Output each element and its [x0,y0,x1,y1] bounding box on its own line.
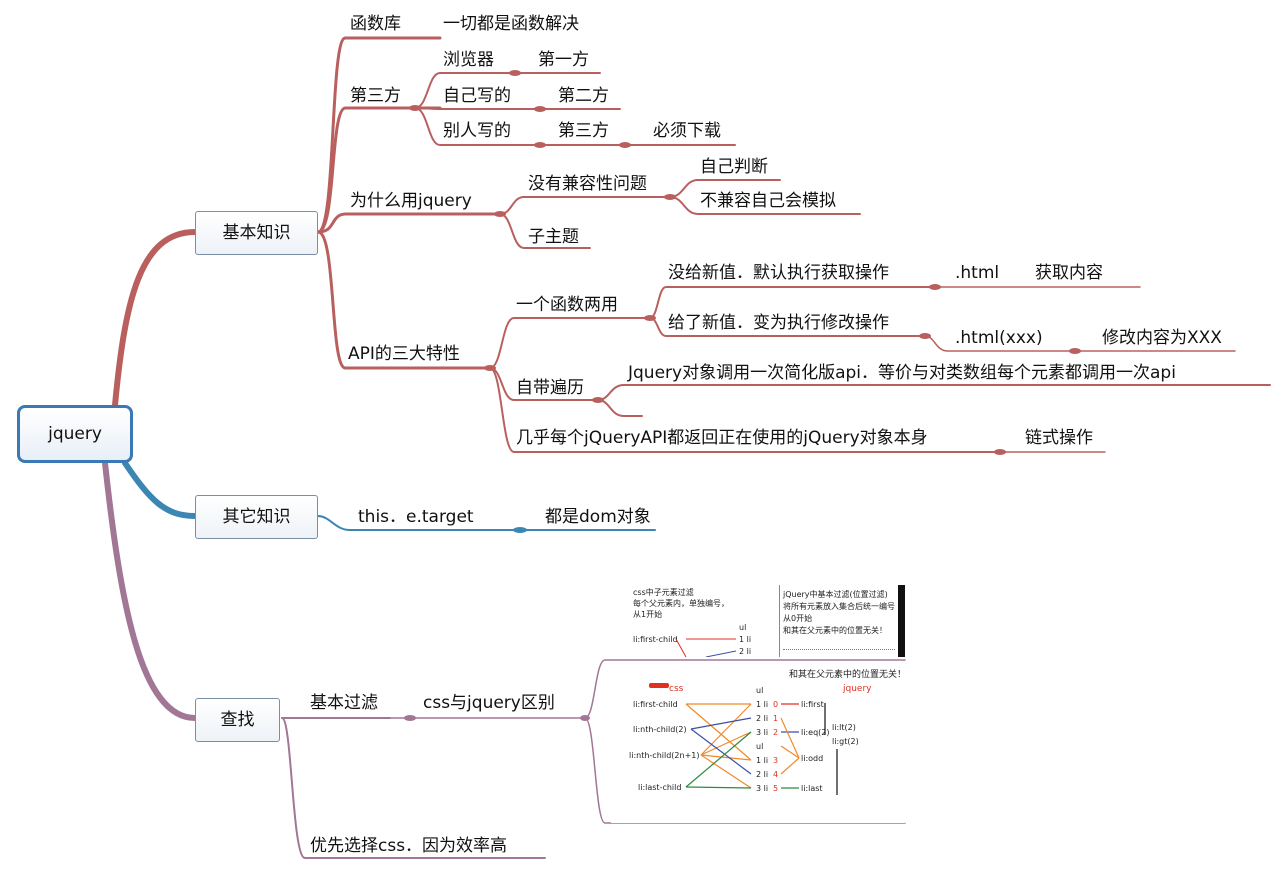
img-note: 和其在父元素中的位置无关！ [789,670,905,680]
link-root-other [122,460,198,519]
topic-returns-self[interactable]: 几乎每个jQueryAPI都返回正在使用的jQuery对象本身 [516,428,928,448]
topic-prefer-css[interactable]: 优先选择css．因为效率高 [310,836,508,856]
topic-set-op[interactable]: 给了新值．变为执行修改操作 [668,313,889,333]
img-right-label-3: li:odd [801,754,824,763]
img-top-li1: 1 li [739,635,752,644]
topic-auto-iterate[interactable]: 自带遍历 [516,378,584,398]
img-top-left-title: css中子元素过滤 [633,588,694,597]
img-li-4: 1 li [756,756,769,765]
img-top-ul: ul [739,623,747,632]
img-css-label: css [669,684,684,694]
img-right-label-2: li:eq(2) [801,728,830,737]
img-left-label-4: li:last-child [638,783,682,792]
img-top-lines [675,638,737,657]
topic-simulate[interactable]: 不兼容自己会模拟 [700,191,836,211]
img-left-label-2: li:nth-child(2) [633,725,687,734]
topic-this-target[interactable]: this．e.target [358,507,474,527]
img-ul-1: ul [756,686,764,695]
topic-third-party[interactable]: 第三方 [350,86,401,106]
img-top-black-bar [898,585,905,657]
img-top-li2: 2 li [739,647,752,656]
img-top-right-line3: 从0开始 [783,614,813,623]
topic-set-content[interactable]: 修改内容为XXX [1102,328,1222,348]
link-root-basic [112,229,198,408]
topic-api-features[interactable]: API的三大特性 [348,344,460,364]
img-li-3: 3 li [756,728,769,737]
img-range-label-2: li:gt(2) [832,737,859,746]
branch-basic-knowledge[interactable]: 基本知识 [195,211,318,255]
image-filter-comparison-top: css中子元素过滤 每个父元素内，单独编号， 从1开始 li:first-chi… [611,585,905,657]
topic-second-party[interactable]: 第二方 [558,86,609,106]
img-left-label-3: li:nth-child(2n+1) [629,751,700,760]
topic-iterate-detail[interactable]: Jquery对象调用一次简化版api．等价与对类数组每个元素都调用一次api [628,363,1176,383]
img-right-label-1: li:first [801,700,824,709]
img-top-left-line3: 从1开始 [633,610,663,619]
img-index-1: 1 [773,714,779,723]
topic-first-party[interactable]: 第一方 [538,50,589,70]
topic-others-written[interactable]: 别人写的 [443,121,511,141]
topic-get-content[interactable]: 获取内容 [1035,263,1103,283]
img-top-right-line4: 和其在父元素中的位置无关！ [783,626,887,635]
topic-subtopic[interactable]: 子主题 [528,227,579,247]
topic-get-op[interactable]: 没给新值．默认执行获取操作 [668,263,889,283]
img-index-0: 0 [773,700,779,709]
img-top-dotted-rule [783,649,895,650]
branch-other-knowledge[interactable]: 其它知识 [195,495,318,539]
img-jquery-label: jquery [843,684,872,694]
image-filter-comparison-main: 和其在父元素中的位置无关！ css jquery li:first-child … [611,663,905,823]
img-li-2: 2 li [756,714,769,723]
img-right-label-4: li:last [801,784,823,793]
topic-third-party-2[interactable]: 第三方 [558,121,609,141]
topic-funclib-detail[interactable]: 一切都是函数解决 [443,14,579,34]
img-index-5: 5 [773,784,779,793]
img-scribble [649,683,669,688]
img-li-1: 1 li [756,700,769,709]
topic-no-compat[interactable]: 没有兼容性问题 [528,174,647,194]
topic-basic-filter[interactable]: 基本过滤 [310,693,378,713]
img-top-right-line2: 将所有元素放入集合后统一编号 [783,602,895,611]
branch-find[interactable]: 查找 [195,698,280,742]
topic-chaining[interactable]: 链式操作 [1025,428,1093,448]
topic-html-get[interactable]: .html [955,263,1000,283]
img-left-label-1: li:first-child [633,700,678,709]
img-li-6: 3 li [756,784,769,793]
topic-self-judge[interactable]: 自己判断 [700,157,768,177]
img-index-3: 3 [773,756,779,765]
img-li-5: 2 li [756,770,769,779]
img-index-4: 4 [773,770,779,779]
img-top-first-child: li:first-child [633,635,678,644]
img-top-left-line2: 每个父元素内，单独编号， [633,599,729,608]
topic-html-set[interactable]: .html(xxx) [955,328,1043,348]
topic-must-download[interactable]: 必须下载 [653,121,721,141]
img-top-right-title: jQuery中基本过滤(位置过滤) [783,590,888,599]
topic-dom-objects[interactable]: 都是dom对象 [545,507,651,527]
img-range-label-1: li:lt(2) [832,723,856,732]
img-ul-2: ul [756,742,764,751]
topic-self-written[interactable]: 自己写的 [443,86,511,106]
img-top-divider [779,585,780,657]
topic-one-func-two-uses[interactable]: 一个函数两用 [516,295,618,315]
topic-css-vs-jquery[interactable]: css与jquery区别 [423,693,555,713]
topic-funclib[interactable]: 函数库 [350,14,401,34]
topic-browser[interactable]: 浏览器 [443,50,494,70]
root-node[interactable]: jquery [17,405,133,463]
topic-why-jquery[interactable]: 为什么用jquery [350,191,472,211]
link-root-find [102,460,198,721]
img-index-2: 2 [773,728,779,737]
img-main-lines [685,703,838,795]
